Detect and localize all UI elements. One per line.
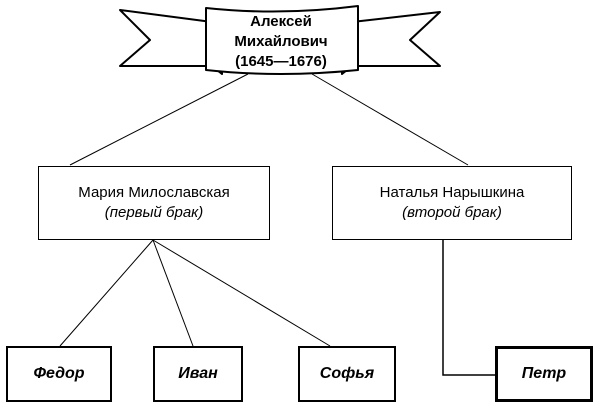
- spouse-name: Мария Милославская: [78, 184, 230, 201]
- connector-maria-ivan: [152, 239, 194, 347]
- child-box-fedor: Федор: [6, 346, 112, 402]
- ruler-years: (1645—1676): [235, 53, 327, 70]
- child-name: Софья: [319, 365, 375, 382]
- connector-ruler-maria: [69, 73, 249, 166]
- spouse-name: Наталья Нарышкина: [379, 184, 525, 201]
- ruler-label: Алексей Михайлович (1645—1676): [212, 12, 350, 72]
- spouse-box-maria: Мария Милославская (первый брак): [38, 166, 270, 240]
- child-box-sofya: Софья: [298, 346, 396, 402]
- child-box-petr: Петр: [495, 346, 593, 402]
- marriage-note: (первый брак): [104, 204, 204, 221]
- child-name: Федор: [33, 365, 85, 382]
- connector-natalya-petr: [442, 240, 497, 376]
- child-name: Иван: [178, 365, 218, 382]
- connector-maria-sofya: [152, 239, 331, 347]
- spouse-box-natalya: Наталья Нарышкина (второй брак): [332, 166, 572, 240]
- ruler-name-line2: Михайлович: [234, 33, 328, 50]
- connector-maria-fedor: [59, 239, 154, 347]
- child-name: Петр: [521, 365, 567, 382]
- ruler-name-line1: Алексей: [250, 13, 312, 30]
- connector-ruler-natalya: [311, 73, 469, 166]
- marriage-note: (второй брак): [402, 204, 502, 221]
- child-box-ivan: Иван: [153, 346, 243, 402]
- title-banner: [119, 5, 441, 75]
